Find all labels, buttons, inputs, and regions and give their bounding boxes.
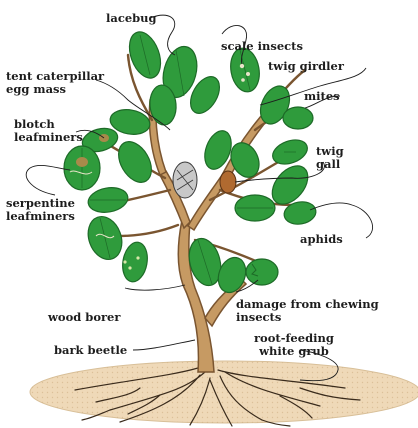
label-damage-chewing: damage from chewing insects [236, 298, 418, 323]
label-serpentine-leafminers: serpentine leafminers [6, 197, 75, 222]
label-mites: mites [304, 90, 340, 103]
label-lacebug: lacebug [106, 12, 157, 25]
label-root-feeding-white-grub: root-feeding white grub [254, 332, 334, 357]
label-twig-gall: twig gall [316, 145, 344, 170]
label-aphids: aphids [300, 233, 343, 246]
label-scale-insects: scale insects [221, 40, 303, 53]
label-tent-caterpillar: tent caterpillar egg mass [6, 70, 104, 95]
label-wood-borer: wood borer [48, 311, 120, 324]
label-twig-girdler: twig girdler [268, 60, 344, 73]
label-bark-beetle: bark beetle [54, 344, 127, 357]
label-blotch-leafminers: blotch leafminers [14, 118, 83, 143]
ground-patch [30, 361, 418, 423]
